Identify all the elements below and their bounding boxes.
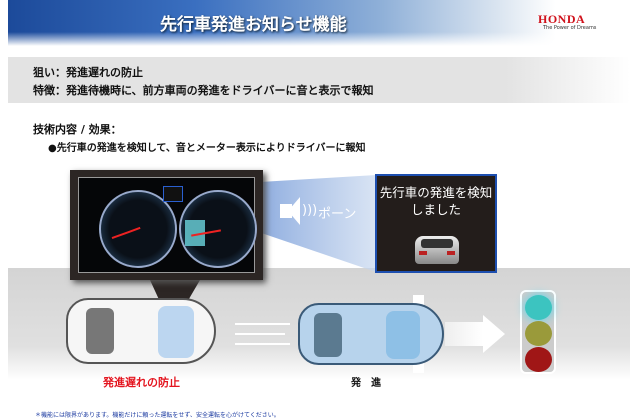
tech-bullet: ●先行車の発進を検知して、音とメーター表示によりドライバーに報知	[48, 143, 366, 154]
meter-display	[70, 170, 263, 280]
car-front-icon	[415, 236, 459, 264]
tachometer	[99, 190, 177, 268]
page-title: 先行車発進お知らせ機能	[160, 15, 347, 35]
footnote: ＊機能には限界があります。機能だけに頼った運転をせず、安全運転を心がけてください…	[35, 412, 280, 419]
green-light	[525, 295, 552, 320]
tech-heading: 技術内容 / 効果：	[33, 123, 122, 136]
sound-text: ポーン	[318, 207, 357, 222]
departure-label: 発 進	[351, 378, 381, 389]
yellow-light	[525, 321, 552, 346]
waiting-car	[66, 298, 216, 364]
leading-car	[298, 303, 444, 365]
summary-band	[8, 57, 630, 103]
header-banner	[8, 0, 630, 46]
speedometer	[179, 190, 257, 268]
honda-logo: HONDA	[538, 12, 586, 26]
notification-message: 先行車の発進を検知しました	[379, 185, 493, 217]
departure-indicator-icon	[163, 186, 183, 202]
feature-text: 特徴：発進待機時に、前方車両の発進をドライバーに音と表示で報知	[33, 84, 374, 97]
notification-box: 先行車の発進を検知しました	[375, 174, 497, 273]
sound-waves-icon: )))	[302, 203, 318, 218]
aim-text: 狙い：発進遅れの防止	[33, 66, 143, 79]
delay-prevention-label: 発進遅れの防止	[103, 376, 180, 389]
red-light	[525, 347, 552, 372]
motion-line	[235, 323, 290, 325]
forward-arrow-icon	[445, 322, 483, 346]
traffic-light	[520, 290, 556, 374]
honda-tagline: The Power of Dreams	[543, 25, 597, 31]
